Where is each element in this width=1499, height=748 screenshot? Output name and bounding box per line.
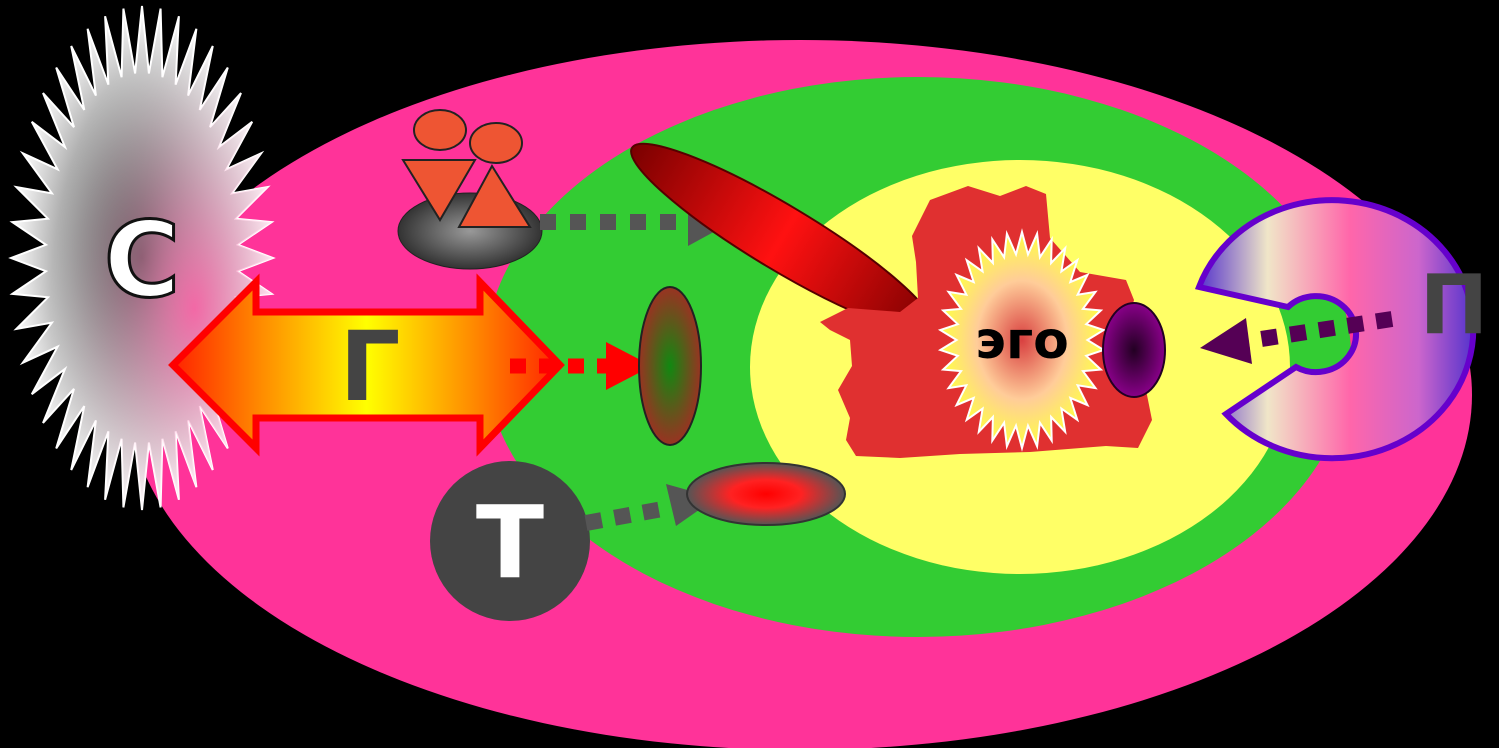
label-ego: эго [975,311,1069,371]
red-small-oval-shape [687,463,845,525]
purple-oval-shape [1103,303,1165,397]
label-c: С [104,199,180,321]
label-t: Т [476,484,544,601]
people-stand [398,193,542,269]
person-head-2 [470,123,522,163]
green-oval-shape [639,287,701,445]
label-p: П [1420,258,1489,353]
label-g: Г [339,311,400,423]
person-head-1 [414,110,466,150]
